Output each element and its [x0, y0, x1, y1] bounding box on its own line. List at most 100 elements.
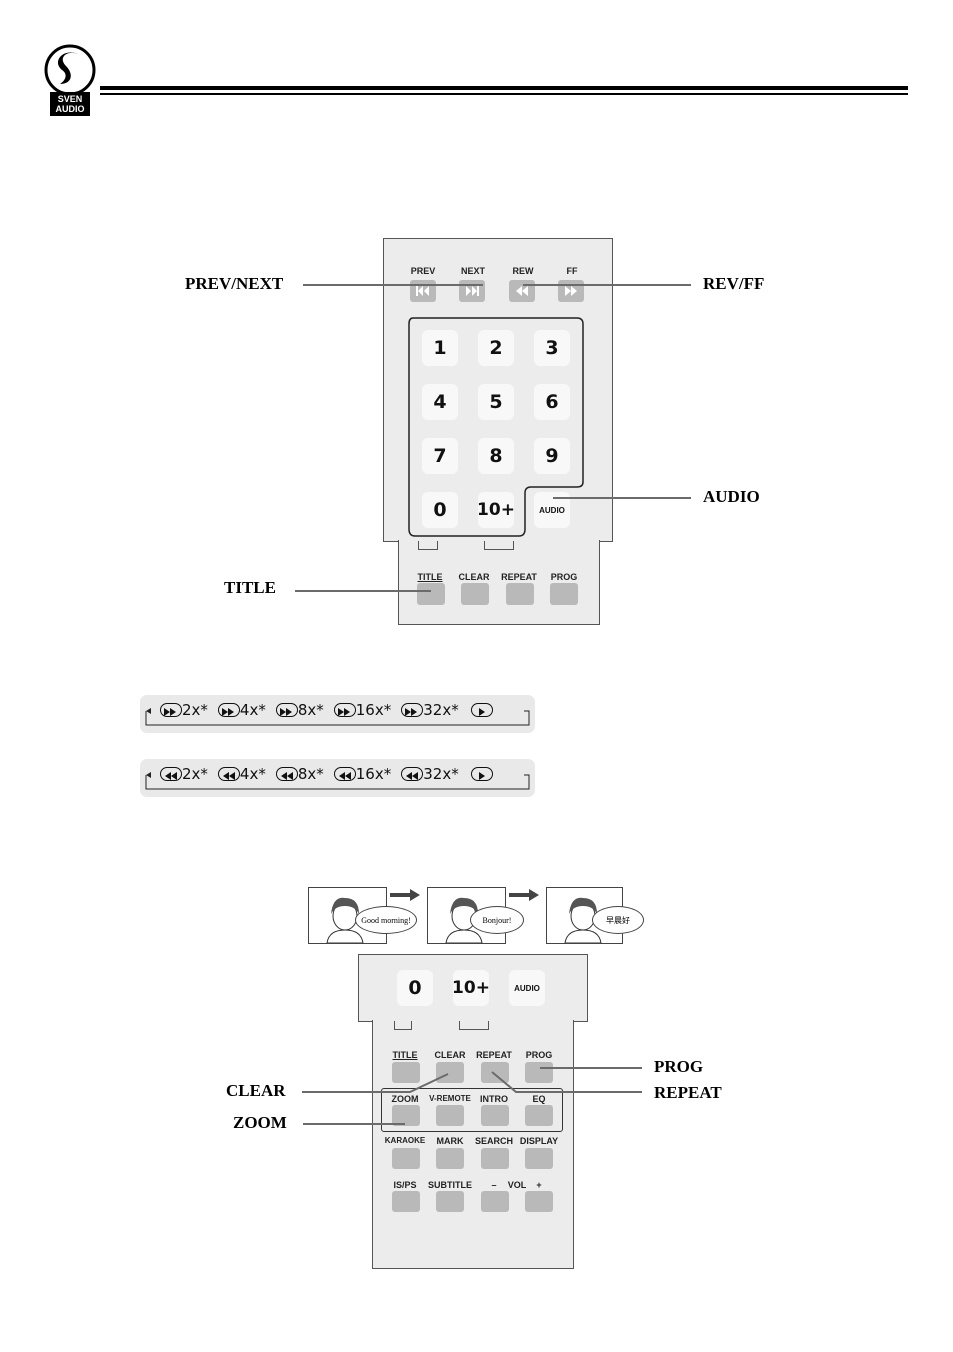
rew-loop-line	[145, 772, 530, 790]
keypad-outline	[408, 317, 584, 537]
remote2-tab-left	[394, 1021, 412, 1030]
prev-icon	[416, 286, 429, 296]
ff-icon	[401, 703, 424, 717]
key-6[interactable]: 6	[534, 384, 570, 420]
remote2-tab-right	[459, 1021, 489, 1030]
prev-label: PREV	[410, 266, 436, 276]
callout-prev-next: PREV/NEXT	[185, 274, 284, 293]
remote2-key-0[interactable]: 0	[397, 970, 433, 1006]
sven-audio-logo: SVEN AUDIO	[44, 44, 96, 118]
repeat-button[interactable]	[506, 583, 534, 605]
ff-label: FF	[566, 266, 578, 276]
ff-step-4: 16x*	[355, 701, 392, 719]
ff-icon	[275, 703, 298, 717]
rew-step-3: 8x*	[297, 765, 324, 783]
key-10-plus[interactable]: 10+	[477, 492, 515, 528]
r2-search-label: SEARCH	[474, 1136, 513, 1146]
remote-lower-body	[398, 540, 600, 625]
r2-vol-plus-button[interactable]	[525, 1191, 553, 1212]
key-2[interactable]: 2	[478, 330, 514, 366]
r2-vremote-button[interactable]	[436, 1105, 464, 1126]
callout-clear: CLEAR	[226, 1081, 286, 1100]
r2-eq-label: EQ	[532, 1094, 546, 1104]
header-rule-thick	[100, 86, 908, 90]
screen-chinese	[546, 887, 623, 944]
r2-vol-label: VOL	[507, 1180, 527, 1190]
r2-clear-label: CLEAR	[434, 1050, 466, 1060]
r2-zoom-label: ZOOM	[391, 1094, 419, 1104]
key-8[interactable]: 8	[478, 438, 514, 474]
r2-title-label: TITLE	[392, 1050, 418, 1060]
r2-intro-label: INTRO	[480, 1094, 508, 1104]
r2-intro-button[interactable]	[481, 1105, 509, 1126]
key-5[interactable]: 5	[478, 384, 514, 420]
rew-icon	[333, 767, 356, 781]
remote2-audio-button[interactable]: AUDIO	[509, 970, 545, 1006]
r2-isps-button[interactable]	[392, 1191, 420, 1212]
ff-step-3: 8x*	[297, 701, 324, 719]
r2-clear-button[interactable]	[436, 1062, 464, 1083]
rew-label: REW	[512, 266, 534, 276]
key-7[interactable]: 7	[422, 438, 458, 474]
key-0[interactable]: 0	[422, 492, 458, 528]
callout-rev-ff: REV/FF	[703, 274, 765, 293]
r2-karaoke-label: KARAOKE	[384, 1136, 426, 1145]
prog-button[interactable]	[550, 583, 578, 605]
r2-mark-button[interactable]	[436, 1148, 464, 1169]
r2-title-button[interactable]	[392, 1062, 420, 1083]
remote2-key-10-plus[interactable]: 10+	[452, 970, 490, 1006]
r2-search-button[interactable]	[481, 1148, 509, 1169]
speech-chinese: 早晨好	[592, 906, 644, 934]
ff-step-2: 4x*	[239, 701, 266, 719]
speech-french: Bonjour!	[470, 906, 524, 934]
logo-text-audio: AUDIO	[55, 104, 85, 114]
next-label: NEXT	[460, 266, 485, 276]
leader-title	[295, 590, 431, 592]
callout-zoom: ZOOM	[233, 1113, 287, 1132]
rew-icon	[275, 767, 298, 781]
key-4[interactable]: 4	[422, 384, 458, 420]
title-button[interactable]	[417, 583, 445, 605]
callout-repeat: REPEAT	[654, 1083, 722, 1102]
header-rule-thin	[100, 93, 908, 95]
rew-step-5: 32x*	[423, 765, 459, 783]
r2-vol-minus-button[interactable]	[481, 1191, 509, 1212]
prog-label: PROG	[550, 572, 578, 582]
remote2-upper-body	[358, 954, 588, 1022]
remote2-lower-body	[372, 1020, 574, 1269]
r2-eq-button[interactable]	[525, 1105, 553, 1126]
clear-label: CLEAR	[458, 572, 490, 582]
r2-vremote-label: V-REMOTE	[429, 1094, 471, 1103]
r2-karaoke-button[interactable]	[392, 1148, 420, 1169]
arrow-right-icon	[390, 889, 420, 901]
logo-text-sven: SVEN	[57, 94, 83, 104]
r2-zoom-button[interactable]	[392, 1105, 420, 1126]
play-icon	[470, 767, 493, 781]
r2-display-button[interactable]	[525, 1148, 553, 1169]
rew-icon	[160, 767, 182, 781]
arrow-right-icon	[509, 889, 539, 901]
r2-isps-label: IS/PS	[393, 1180, 417, 1190]
r2-mark-label: MARK	[436, 1136, 464, 1146]
clear-button[interactable]	[461, 583, 489, 605]
leader-audio	[553, 497, 691, 499]
rew-sequence: 2x* 4x* 8x* 16x* 32x*	[160, 764, 493, 784]
key-3[interactable]: 3	[534, 330, 570, 366]
speech-english: Good morning!	[355, 906, 417, 934]
key-1[interactable]: 1	[422, 330, 458, 366]
title-label: TITLE	[417, 572, 443, 582]
rew-icon	[217, 767, 240, 781]
r2-subtitle-button[interactable]	[436, 1191, 464, 1212]
leader-rev-ff	[523, 284, 691, 286]
repeat-label: REPEAT	[501, 572, 537, 582]
r2-repeat-label: REPEAT	[476, 1050, 512, 1060]
r2-repeat-button[interactable]	[481, 1062, 509, 1083]
leader-prog	[540, 1067, 642, 1069]
rew-step-2: 4x*	[239, 765, 266, 783]
leader-clear	[302, 1073, 449, 1093]
rew-step-4: 16x*	[355, 765, 392, 783]
next-icon	[466, 286, 479, 296]
remote-tab-right	[484, 541, 514, 550]
play-icon	[470, 703, 493, 717]
key-9[interactable]: 9	[534, 438, 570, 474]
